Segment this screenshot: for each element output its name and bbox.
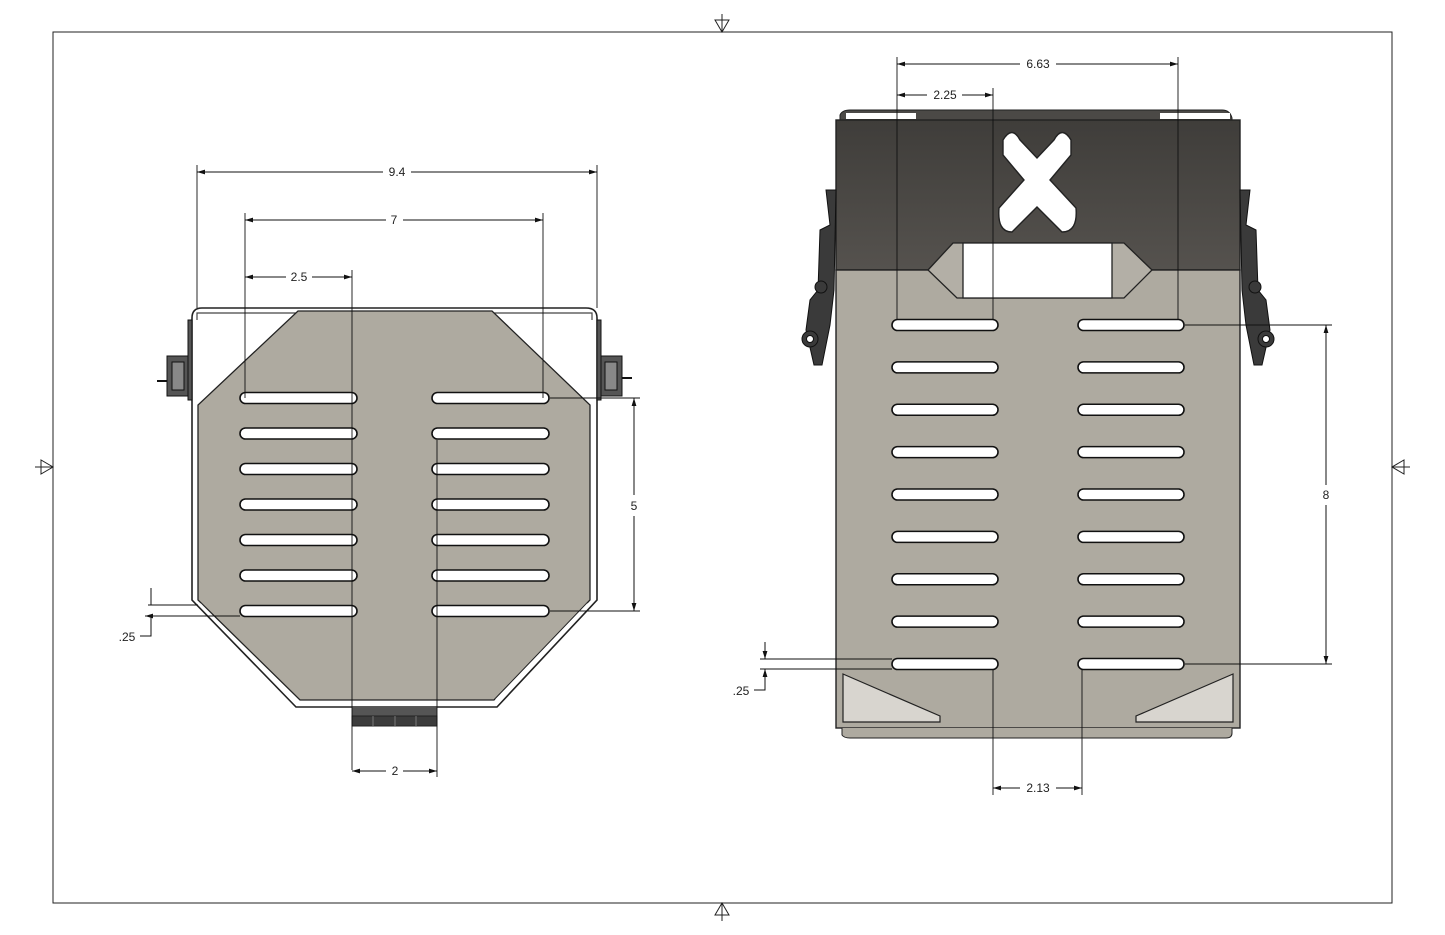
dim-tab-width: 2	[392, 764, 399, 778]
slot	[1077, 615, 1185, 628]
dim-slot-gap: 2.13	[1026, 781, 1050, 795]
slot	[431, 569, 550, 582]
slot	[1077, 488, 1185, 501]
dim-overall-width: 9.4	[389, 165, 406, 179]
handle-cutout	[962, 242, 1113, 299]
dim-slot-width: .25	[733, 684, 750, 698]
slot	[891, 572, 999, 586]
slot	[891, 615, 999, 628]
plate-bevel-left	[199, 603, 295, 701]
slot	[239, 533, 358, 547]
slot	[431, 391, 550, 405]
x-cutout	[998, 131, 1077, 233]
center-marks	[35, 14, 1410, 921]
corner-gusset-right	[1135, 673, 1234, 723]
dimension-lines	[140, 165, 640, 777]
plate-bevel-right	[495, 603, 589, 701]
slot	[431, 604, 550, 618]
slot-group	[891, 318, 1185, 671]
right-view: 6.63 2.25 8 2.13 .25	[733, 57, 1332, 795]
slot	[1077, 572, 1185, 586]
slot	[1077, 318, 1185, 332]
dim-slot-pitch-height: 8	[1323, 488, 1330, 502]
slot	[1077, 403, 1185, 417]
slot	[1077, 657, 1185, 671]
latch-left	[801, 189, 837, 366]
top-lip	[839, 109, 1233, 121]
latch-right	[1239, 189, 1275, 366]
dim-slot-length: 2.5	[291, 270, 308, 284]
dimension-lines	[754, 57, 1332, 795]
slot	[1077, 361, 1185, 374]
latch-left	[157, 319, 193, 401]
corner-gusset-left	[842, 673, 941, 723]
slot	[891, 657, 999, 671]
center-mark-right	[1391, 459, 1410, 475]
bottom-lip	[841, 728, 1233, 739]
slot	[1077, 530, 1185, 544]
slot	[431, 533, 550, 547]
dim-slot-span: 7	[391, 213, 398, 227]
slot	[1077, 445, 1185, 459]
slot	[431, 427, 550, 440]
slot	[891, 530, 999, 544]
slot	[239, 569, 358, 582]
center-mark-bottom	[714, 902, 730, 921]
slot	[891, 488, 999, 501]
dim-slot-length: 2.25	[933, 88, 957, 102]
center-mark-top	[714, 14, 730, 33]
center-mark-left	[35, 459, 54, 475]
bottom-tab	[351, 707, 438, 727]
slot	[239, 391, 358, 405]
slot-group	[239, 391, 550, 618]
slot	[239, 427, 358, 440]
slot	[891, 445, 999, 459]
slot	[891, 361, 999, 374]
lip-highlight-left	[846, 113, 916, 119]
slot	[891, 318, 999, 332]
slot	[431, 498, 550, 511]
slot	[239, 462, 358, 476]
plate	[197, 310, 591, 701]
lip-highlight-right	[1160, 113, 1230, 119]
left-view: 9.4 7 2.5 5 2 .25	[119, 165, 640, 778]
slot	[239, 604, 358, 618]
dim-slot-span: 6.63	[1026, 57, 1050, 71]
slot	[891, 403, 999, 417]
latch-right	[596, 319, 632, 401]
dim-slot-pitch-height: 5	[631, 499, 638, 513]
slot	[431, 462, 550, 476]
dim-slot-width: .25	[119, 630, 136, 644]
slot	[239, 498, 358, 511]
